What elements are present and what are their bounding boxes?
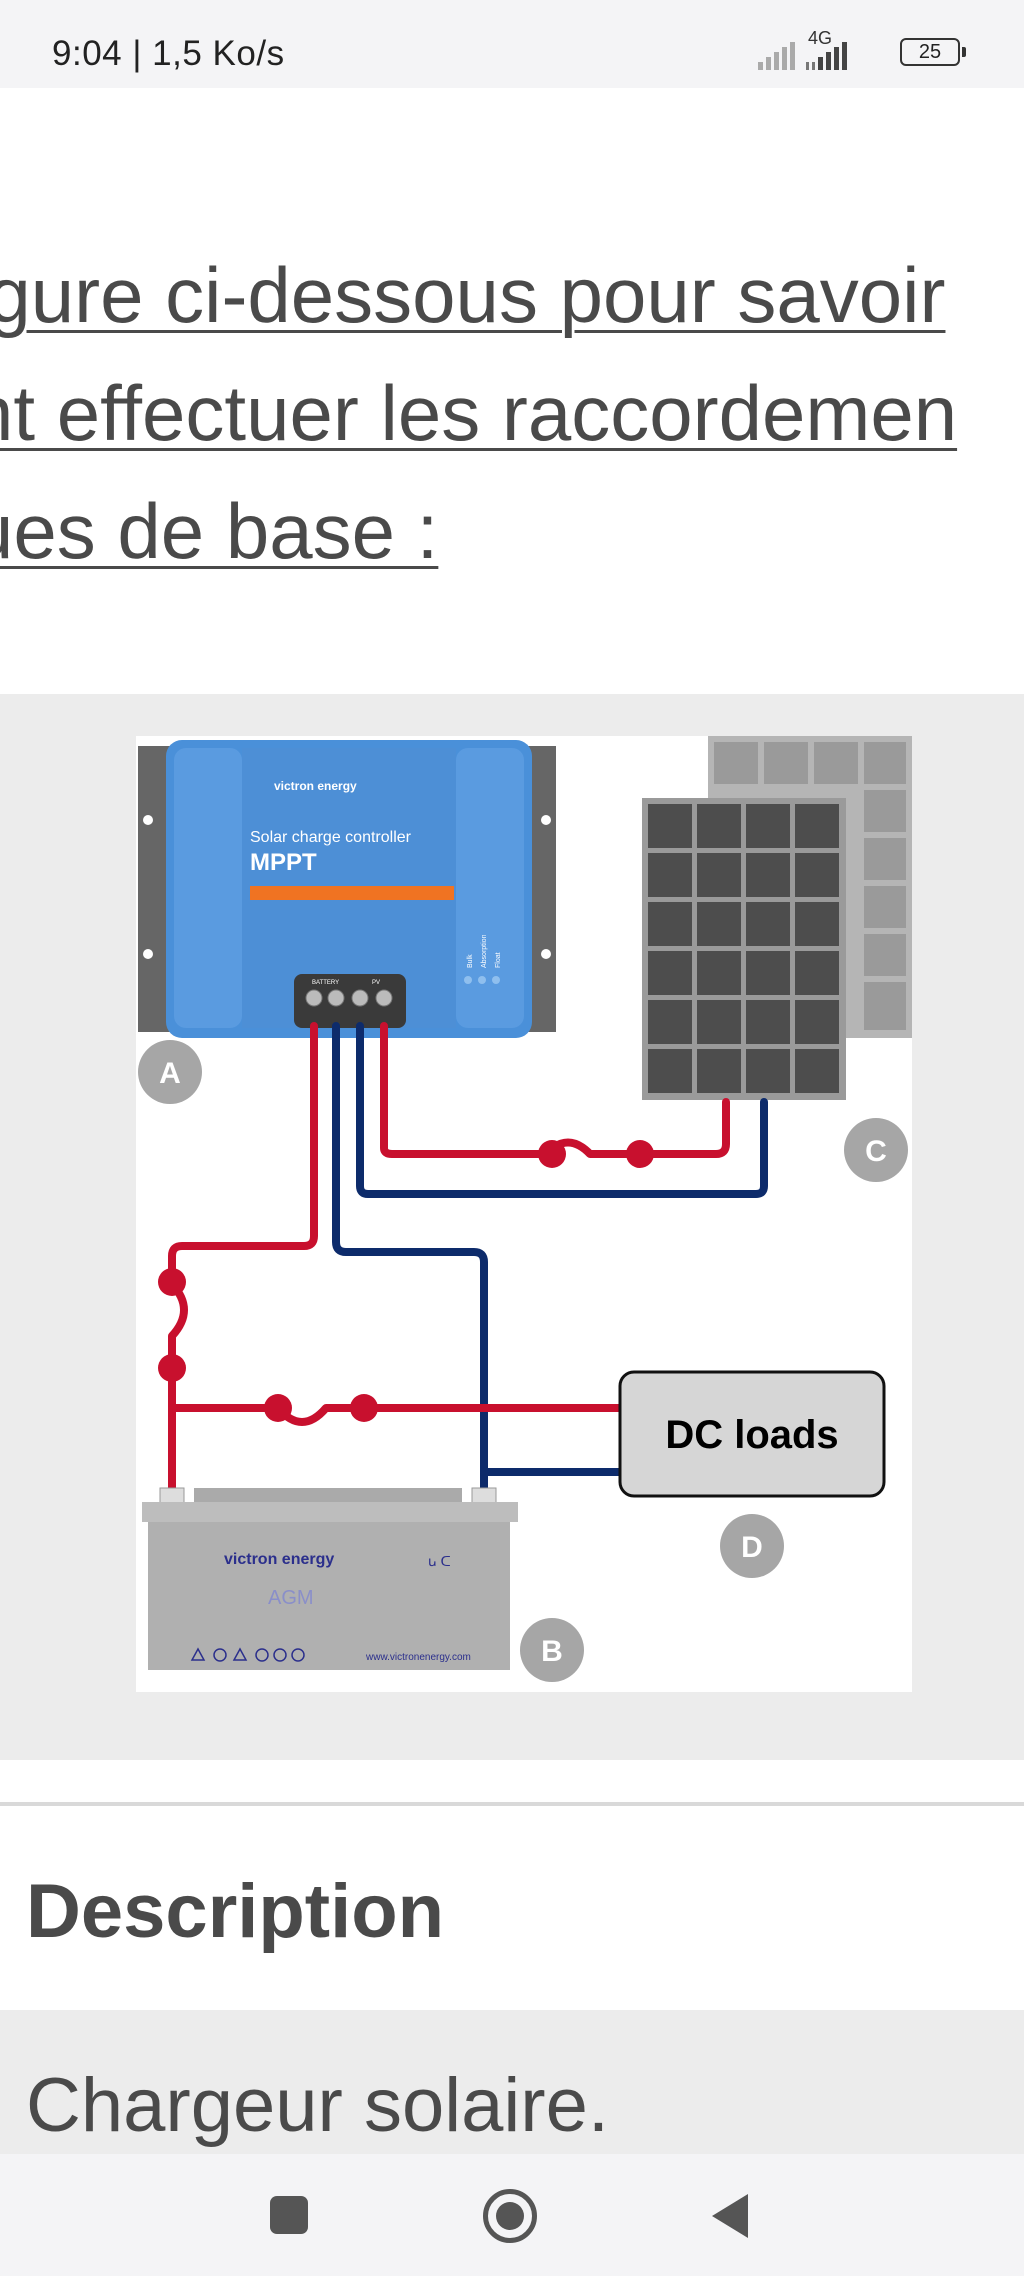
solar-cell — [746, 902, 790, 946]
solar-cell — [648, 804, 692, 848]
marker-b-badge — [520, 1618, 584, 1682]
charge-controller: victron energy Solar charge controller M… — [166, 740, 532, 1038]
wiring — [168, 1022, 768, 1500]
controller-brand: victron energy — [274, 779, 357, 793]
status-icons: 4G 25 — [748, 28, 968, 70]
agm-battery: victron energy AGM www.victronenergy.com… — [142, 1487, 518, 1670]
solar-cell — [697, 951, 741, 995]
fuse-load-a — [264, 1394, 292, 1422]
solar-cell — [746, 853, 790, 897]
dc-loads-label: DC loads — [665, 1413, 838, 1457]
solar-cell — [697, 902, 741, 946]
solar-cell — [697, 1000, 741, 1044]
battery-warning-icons — [190, 1647, 305, 1662]
wiring-diagram[interactable]: victron energy Solar charge controller M… — [136, 736, 912, 1692]
marker-b: B — [541, 1635, 563, 1668]
back-icon[interactable] — [706, 2188, 762, 2244]
solar-cell — [795, 804, 839, 848]
battery-icon: 25 — [900, 38, 966, 66]
description-first-row: Chargeur solaire. — [26, 2063, 609, 2148]
signal-4g-label: 4G — [808, 28, 833, 48]
fuse-pv-a — [538, 1140, 566, 1168]
battery-brand: victron energy — [224, 1551, 334, 1568]
solar-cell — [648, 951, 692, 995]
solar-cell — [746, 1049, 790, 1093]
intro-line-2[interactable]: nt effectuer les raccordemen — [0, 369, 958, 457]
controller-subtitle: Solar charge controller — [250, 829, 412, 846]
solar-cell — [795, 902, 839, 946]
status-time: 9:04 | 1,5 Ko/s — [52, 34, 285, 73]
marker-c: C — [865, 1135, 887, 1168]
home-icon[interactable] — [482, 2188, 538, 2244]
led-label-absorption: Absorption — [481, 934, 488, 968]
solar-cell — [746, 1000, 790, 1044]
controller-bracket-left — [138, 746, 170, 1032]
terminal-pv-label: PV — [372, 980, 380, 986]
solar-cell — [648, 853, 692, 897]
fuse-pv-b — [626, 1140, 654, 1168]
solar-cell — [648, 1000, 692, 1044]
solar-cell — [795, 1049, 839, 1093]
recent-apps-icon[interactable] — [262, 2188, 318, 2244]
fuse-load-b — [350, 1394, 378, 1422]
solar-cell — [697, 853, 741, 897]
marker-a-badge — [138, 1040, 202, 1104]
controller-model: MPPT — [250, 849, 317, 876]
marker-d-badge — [720, 1514, 784, 1578]
navigation-bar — [0, 2154, 1024, 2276]
solar-cell — [746, 804, 790, 848]
description-heading: Description — [26, 1869, 445, 1954]
intro-line-3[interactable]: ues de base : — [0, 487, 439, 575]
description-row — [0, 2010, 1024, 2166]
solar-cell — [648, 902, 692, 946]
marker-c-badge — [844, 1118, 908, 1182]
solar-cell — [648, 1049, 692, 1093]
terminal-block — [294, 974, 406, 1028]
solar-cell — [697, 804, 741, 848]
signal-icon — [758, 42, 798, 70]
marker-d: D — [741, 1531, 763, 1564]
solar-cell — [697, 1049, 741, 1093]
fuse-battery-b — [158, 1354, 186, 1382]
fuses — [158, 1140, 654, 1422]
terminal-battery-label: BATTERY — [312, 980, 339, 986]
solar-cell — [795, 853, 839, 897]
led-label-bulk: Bulk — [467, 954, 474, 968]
status-bar: 9:04 | 1,5 Ko/s 4G 25 — [0, 0, 1024, 88]
section-divider — [0, 1802, 1024, 1806]
battery-cert-marks: ꭎ ᑕ — [428, 1553, 451, 1569]
solar-cell — [746, 951, 790, 995]
signal-4g-icon — [806, 42, 850, 70]
intro-text: igure ci-dessous pour savoir nt effectue… — [0, 236, 1024, 590]
fuse-battery-a — [158, 1268, 186, 1296]
solar-cell — [795, 951, 839, 995]
solar-panel-front — [642, 798, 846, 1100]
intro-line-1[interactable]: igure ci-dessous pour savoir — [0, 251, 946, 339]
marker-a: A — [159, 1057, 181, 1090]
dc-loads-box: DC loads — [618, 1370, 886, 1498]
battery-type: AGM — [268, 1587, 314, 1609]
controller-stripe — [250, 886, 454, 900]
battery-website: www.victronenergy.com — [365, 1652, 471, 1663]
led-label-float: Float — [495, 952, 502, 968]
solar-cell — [795, 1000, 839, 1044]
